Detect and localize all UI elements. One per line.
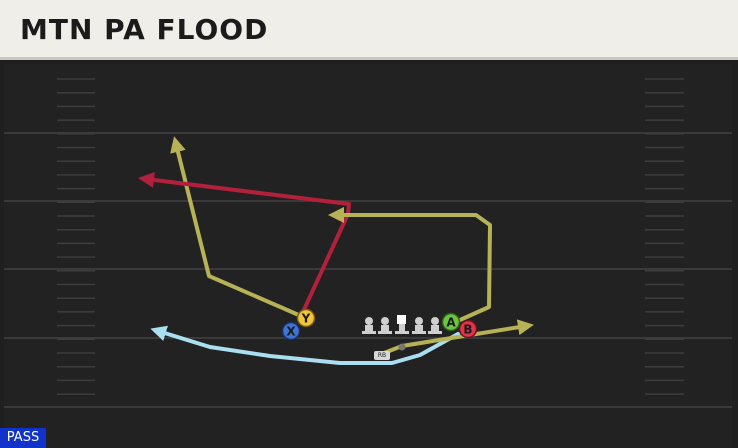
lineman-icon [412, 317, 426, 334]
routes [138, 136, 534, 365]
center-icon [395, 315, 409, 334]
lineman-icon [362, 317, 376, 334]
rb-marker: RB [374, 351, 390, 360]
player-a-label: A [446, 316, 456, 330]
rb-label: RB [378, 352, 386, 359]
lineman-icon [428, 317, 442, 334]
qb-marker [398, 343, 406, 351]
hash-marks [57, 78, 684, 395]
play-header: MTN PA FLOOD [0, 0, 738, 60]
player-a[interactable]: A [441, 312, 461, 332]
player-y-label: Y [301, 312, 311, 326]
route-b-olive [382, 319, 534, 355]
football-field [4, 64, 732, 448]
play-title: MTN PA FLOOD [20, 13, 269, 46]
player-x-label: X [286, 325, 296, 339]
lineman-icon [378, 317, 392, 334]
play-type-badge: PASS [0, 428, 46, 448]
offensive-line [362, 315, 442, 334]
yard-lines [4, 132, 732, 408]
player-b[interactable]: B [458, 319, 478, 339]
player-x[interactable]: X [281, 321, 301, 341]
route-rb-swing [150, 325, 460, 365]
route-a-olive [328, 207, 492, 326]
player-y[interactable]: Y [296, 308, 316, 328]
route-x-olive [170, 136, 303, 318]
route-y-red [138, 172, 351, 316]
player-b-label: B [463, 323, 472, 337]
